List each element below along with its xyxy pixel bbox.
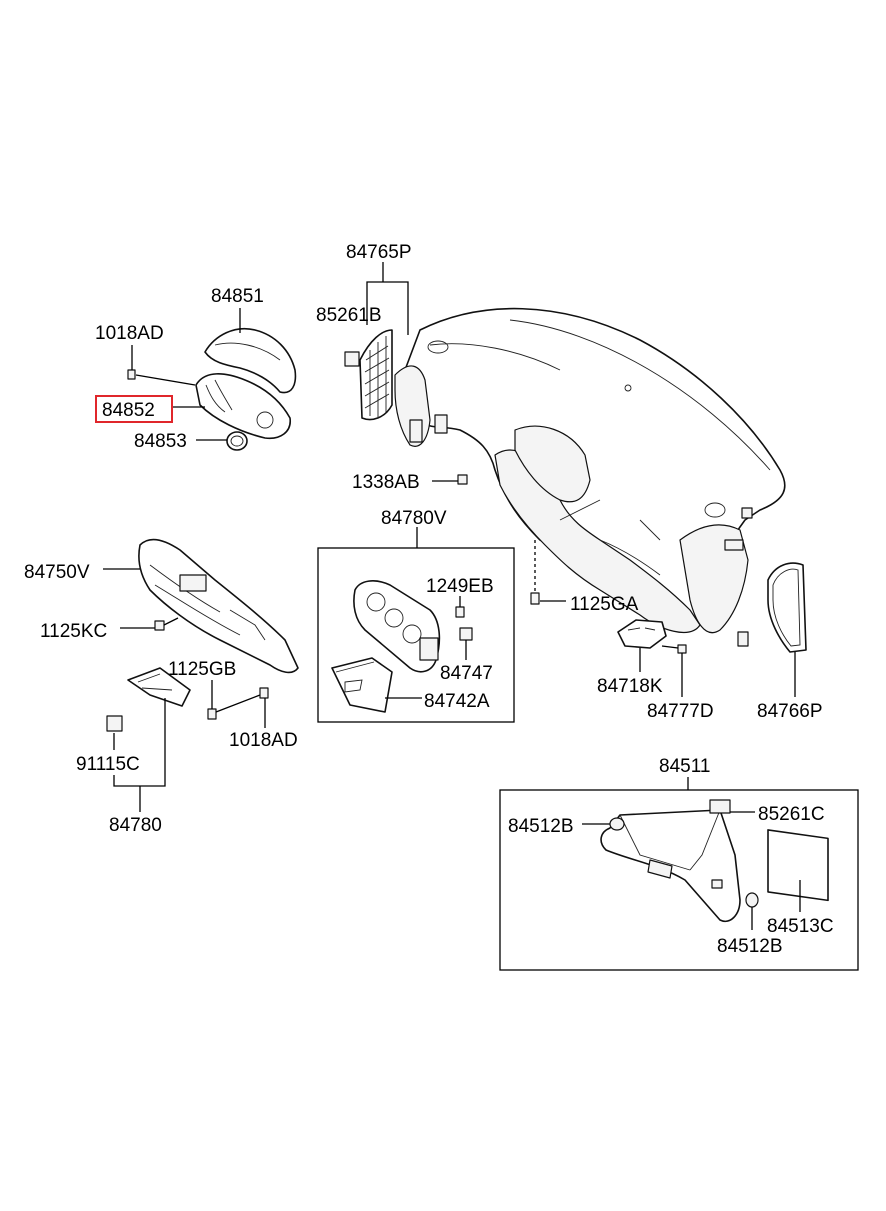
label-1125GA: 1125GA: [570, 594, 639, 615]
screw-84777D: [661, 644, 687, 697]
bracket-84747: [459, 627, 473, 641]
label-84766P: 84766P: [757, 701, 823, 722]
label-1018AD-top: 1018AD: [95, 323, 164, 344]
glove-box: [600, 809, 741, 922]
center-tray-84742A: [331, 657, 393, 713]
label-85261B: 85261B: [316, 305, 382, 326]
highlight-box-84852: [95, 395, 173, 423]
label-1018AD-bottom: 1018AD: [229, 730, 298, 751]
label-84512B-left: 84512B: [508, 816, 574, 837]
label-1249EB: 1249EB: [426, 576, 494, 597]
label-84765P: 84765P: [346, 242, 412, 263]
label-84718K: 84718K: [597, 676, 663, 697]
nut-1338AB: [432, 474, 468, 485]
clip-1249EB: [455, 606, 465, 618]
bolt-1125GA: [530, 540, 566, 605]
bolt-1125GB: [207, 680, 261, 720]
center-fascia-frame: [317, 547, 515, 723]
lower-cover-84780: [127, 667, 191, 707]
lower-dash-panel: [138, 538, 299, 674]
side-seal-84766P: [767, 562, 807, 697]
side-vent-grille: [359, 329, 393, 421]
steering-column-shroud-lower: [195, 373, 291, 440]
center-fascia-panel: [353, 580, 441, 673]
shroud-ring-84853: [226, 431, 248, 451]
bolt-1125KC: [120, 617, 179, 631]
label-84511: 84511: [659, 756, 710, 777]
leader-84780: [113, 698, 166, 812]
label-1338AB: 1338AB: [352, 472, 420, 493]
label-85261C: 85261C: [758, 804, 825, 825]
label-sticker-85261b: [344, 351, 360, 367]
glove-box-frame: [499, 789, 859, 971]
label-84853: 84853: [134, 431, 187, 452]
label-1125GB: 1125GB: [168, 659, 236, 680]
label-84780V: 84780V: [381, 508, 447, 529]
damper-84512B-bottom: [745, 892, 759, 930]
bracket-84718K: [617, 619, 667, 672]
label-84750V: 84750V: [24, 562, 90, 583]
damper-84512B-left: [582, 817, 625, 831]
label-84852: 84852: [102, 400, 155, 421]
sticker-91115C: [106, 715, 123, 732]
label-84742A: 84742A: [424, 691, 490, 712]
label-84513C: [767, 829, 829, 902]
label-84780: 84780: [109, 815, 162, 836]
label-84512B-bottom: 84512B: [717, 936, 783, 957]
dashboard-main-panel: [394, 307, 786, 647]
label-84777D: 84777D: [647, 701, 714, 722]
leader-84765P: [366, 262, 409, 335]
screw-1018AD-bottom: [259, 687, 269, 728]
label-84747: 84747: [440, 663, 493, 684]
label-84851: 84851: [211, 286, 264, 307]
label-1125KC: 1125KC: [40, 621, 107, 642]
label-91115C: 91115C: [76, 754, 140, 775]
sticker-85261C: [709, 799, 731, 814]
screw-1018AD-top: [127, 369, 196, 386]
label-84513C: 84513C: [767, 916, 834, 937]
steering-column-shroud-upper: [204, 328, 297, 394]
